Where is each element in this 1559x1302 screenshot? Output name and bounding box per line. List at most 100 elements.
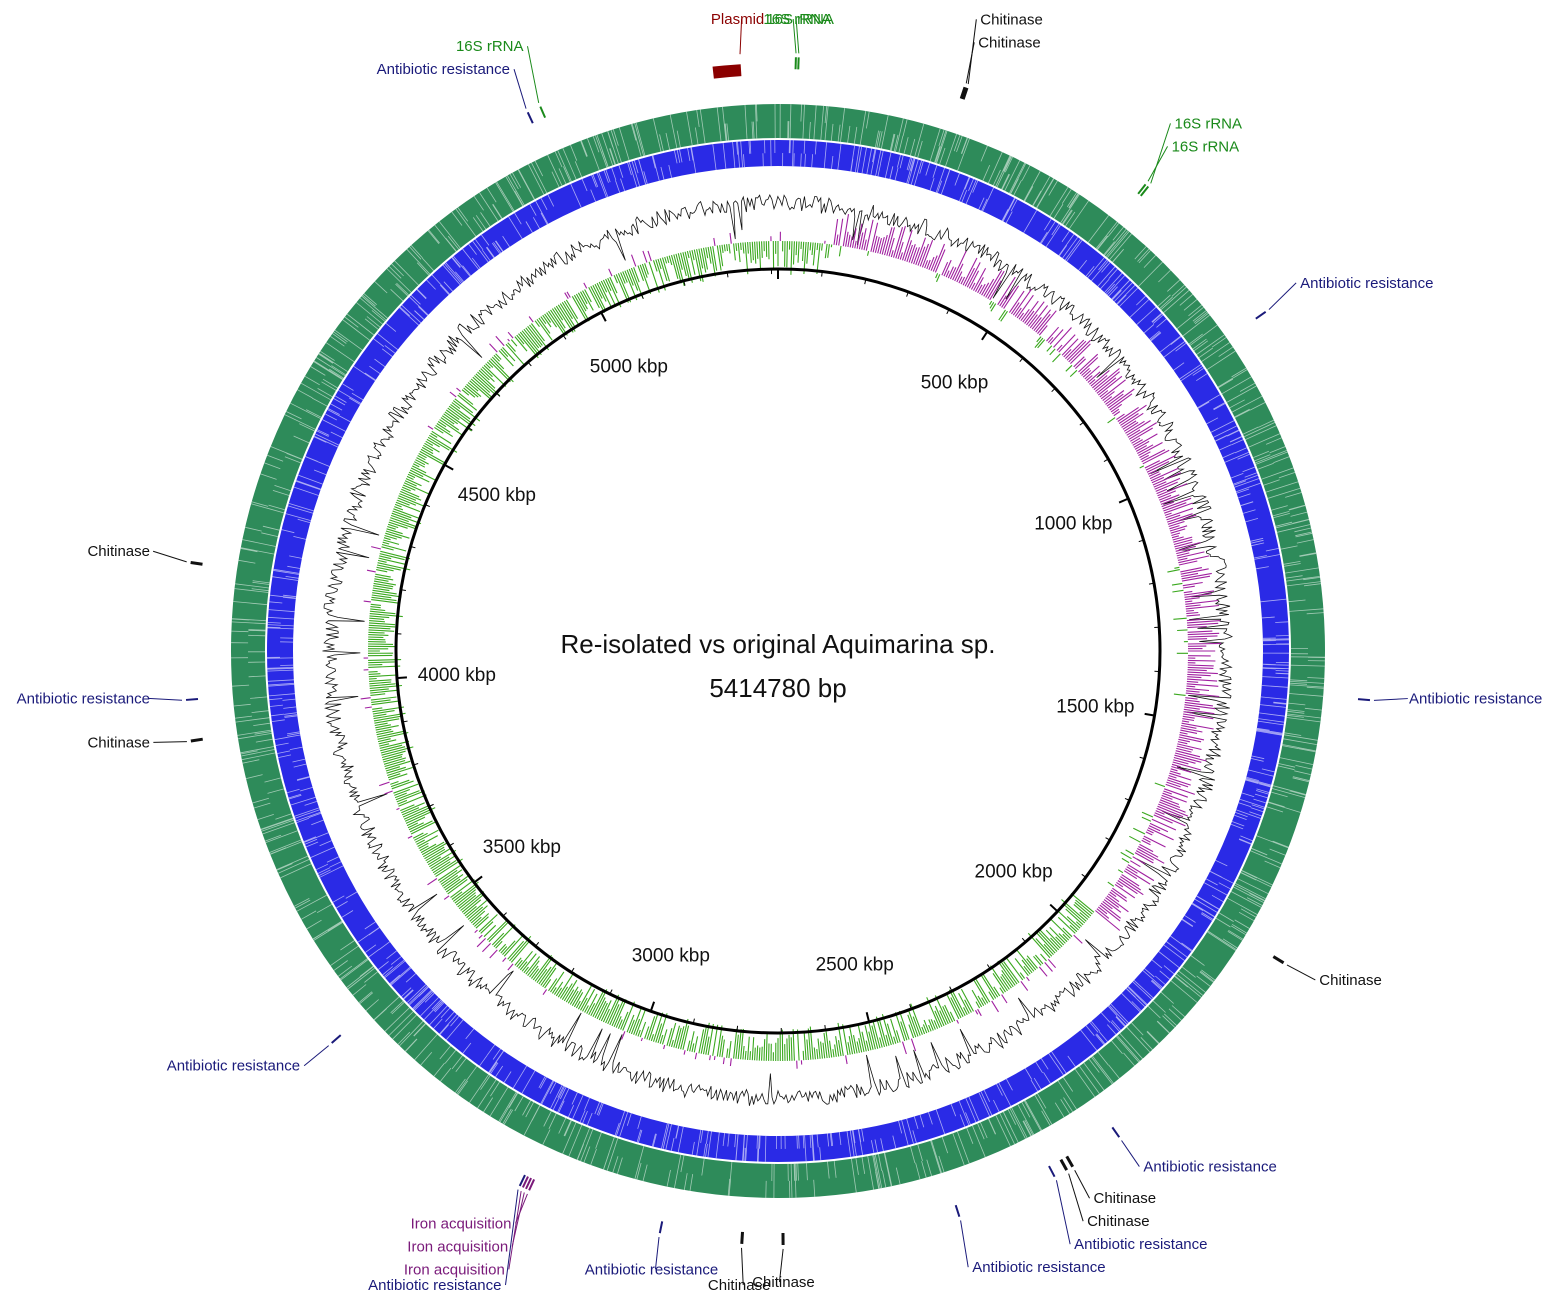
scale-tick bbox=[641, 294, 644, 300]
scale-tick bbox=[397, 676, 408, 679]
feature-antibiotic: Antibiotic resistance bbox=[377, 61, 534, 124]
feature-rrna: 16S rRNA bbox=[766, 11, 834, 70]
scale-tick bbox=[449, 842, 454, 846]
scale-label: 2000 kbp bbox=[975, 862, 1053, 883]
genome-size-label: 5414780 bp bbox=[709, 673, 846, 703]
feature-label: 16S rRNA bbox=[763, 11, 831, 28]
plasmid-block bbox=[712, 64, 742, 79]
scale-tick bbox=[683, 281, 686, 286]
feature-leader bbox=[960, 1220, 969, 1268]
feature-label: Antibiotic resistance bbox=[972, 1259, 1105, 1276]
feature-chitinase: Chitinase bbox=[752, 1232, 815, 1291]
scale-tick bbox=[1079, 422, 1084, 426]
feature-antibiotic: Antibiotic resistance bbox=[1048, 1165, 1208, 1253]
feature-antibiotic: Antibiotic resistance bbox=[167, 1034, 342, 1075]
scale-tick bbox=[528, 362, 532, 367]
scale-tick bbox=[496, 393, 501, 397]
feature-chitinase: Chitinase bbox=[87, 734, 203, 751]
scale-tick bbox=[563, 335, 567, 340]
feature-label: Chitinase bbox=[87, 734, 150, 751]
feature-marker bbox=[528, 1179, 536, 1191]
scale-tick bbox=[906, 292, 909, 297]
scale-tick bbox=[865, 1012, 870, 1022]
scale-tick bbox=[946, 310, 950, 315]
feature-leader bbox=[1074, 1169, 1090, 1199]
scale-tick bbox=[726, 273, 729, 278]
feature-rrna: 16S rRNA bbox=[1137, 138, 1240, 195]
feature-marker bbox=[1140, 185, 1150, 197]
feature-marker bbox=[959, 86, 967, 100]
scale-tick bbox=[1124, 797, 1129, 801]
feature-leader bbox=[778, 1248, 784, 1283]
feature-chitinase: Chitinase bbox=[87, 543, 203, 566]
blue-ring-base bbox=[267, 140, 1289, 1162]
scale-tick bbox=[535, 942, 540, 946]
feature-label: Chitinase bbox=[1087, 1213, 1150, 1230]
feature-chitinase: Chitinase bbox=[1059, 1158, 1150, 1230]
feature-marker bbox=[1065, 1155, 1075, 1168]
map-title: Re-isolated vs original Aquimarina sp. bbox=[561, 629, 996, 659]
feature-marker bbox=[658, 1221, 664, 1234]
feature-leader bbox=[1121, 1140, 1140, 1167]
feature-leader bbox=[504, 1189, 519, 1286]
feature-leader bbox=[152, 550, 187, 563]
feature-label: Chitinase bbox=[87, 543, 150, 560]
feature-leader bbox=[1055, 1180, 1071, 1245]
feature-marker bbox=[1357, 698, 1371, 702]
scale-tick bbox=[429, 803, 434, 807]
scale-tick bbox=[403, 720, 408, 723]
feature-leader bbox=[741, 1247, 744, 1286]
feature-rrna: 16S rRNA bbox=[456, 38, 547, 119]
gc-content-track bbox=[322, 194, 1233, 1106]
scale-label: 4000 kbp bbox=[418, 665, 496, 686]
feature-antibiotic: Antibiotic resistance bbox=[1357, 691, 1542, 708]
feature-antibiotic: Antibiotic resistance bbox=[368, 1174, 526, 1294]
feature-label: Plasmid bbox=[711, 11, 764, 28]
feature-label: 16S rRNA bbox=[766, 11, 834, 28]
scale-tick bbox=[1138, 539, 1143, 543]
scale-tick bbox=[1049, 903, 1058, 912]
feature-leader bbox=[1268, 282, 1297, 310]
feature-marker bbox=[1255, 311, 1267, 320]
scale-tick bbox=[600, 312, 607, 322]
ring-blue-cds-track bbox=[266, 139, 1290, 1162]
scale-tick bbox=[981, 331, 988, 341]
feature-label: Iron acquisition bbox=[404, 1262, 505, 1279]
feature-marker bbox=[518, 1174, 526, 1187]
feature-leader bbox=[148, 697, 183, 701]
feature-antibiotic: Antibiotic resistance bbox=[1255, 275, 1434, 320]
feature-marker bbox=[185, 697, 199, 701]
feature-marker bbox=[740, 1231, 744, 1244]
scale-label: 3000 kbp bbox=[632, 946, 710, 967]
feature-leader bbox=[1373, 698, 1408, 701]
scale-label: 1500 kbp bbox=[1056, 696, 1134, 717]
scale-tick bbox=[1148, 582, 1154, 585]
feature-rrna: 16S rRNA bbox=[763, 11, 831, 70]
feature-label: Antibiotic resistance bbox=[377, 61, 510, 78]
feature-antibiotic: Antibiotic resistance bbox=[954, 1204, 1106, 1276]
scale-tick bbox=[1051, 388, 1055, 393]
scale-tick bbox=[1139, 756, 1144, 759]
gc-skew-negative bbox=[367, 240, 1188, 1062]
feature-marker bbox=[521, 1176, 529, 1188]
feature-chitinase: Chitinase bbox=[1065, 1155, 1156, 1207]
scale-label: 2500 kbp bbox=[816, 955, 894, 976]
feature-label: Chitinase bbox=[708, 1277, 771, 1294]
feature-leader bbox=[792, 18, 797, 54]
feature-label: Chitinase bbox=[978, 34, 1041, 51]
scale-label: 1000 kbp bbox=[1034, 514, 1112, 535]
feature-marker bbox=[1111, 1126, 1121, 1138]
feature-label: 16S rRNA bbox=[1172, 138, 1240, 155]
feature-label: Antibiotic resistance bbox=[368, 1277, 501, 1294]
feature-marker bbox=[539, 106, 547, 119]
feature-marker bbox=[961, 87, 969, 100]
scale-tick bbox=[609, 989, 613, 994]
feature-marker bbox=[526, 111, 534, 124]
scale-label: 4500 kbp bbox=[458, 485, 536, 506]
feature-leader bbox=[527, 46, 540, 104]
feature-marker bbox=[331, 1034, 342, 1044]
scale-tick bbox=[468, 427, 473, 431]
green-ring-base bbox=[231, 104, 1325, 1198]
feature-leader bbox=[303, 1045, 330, 1067]
